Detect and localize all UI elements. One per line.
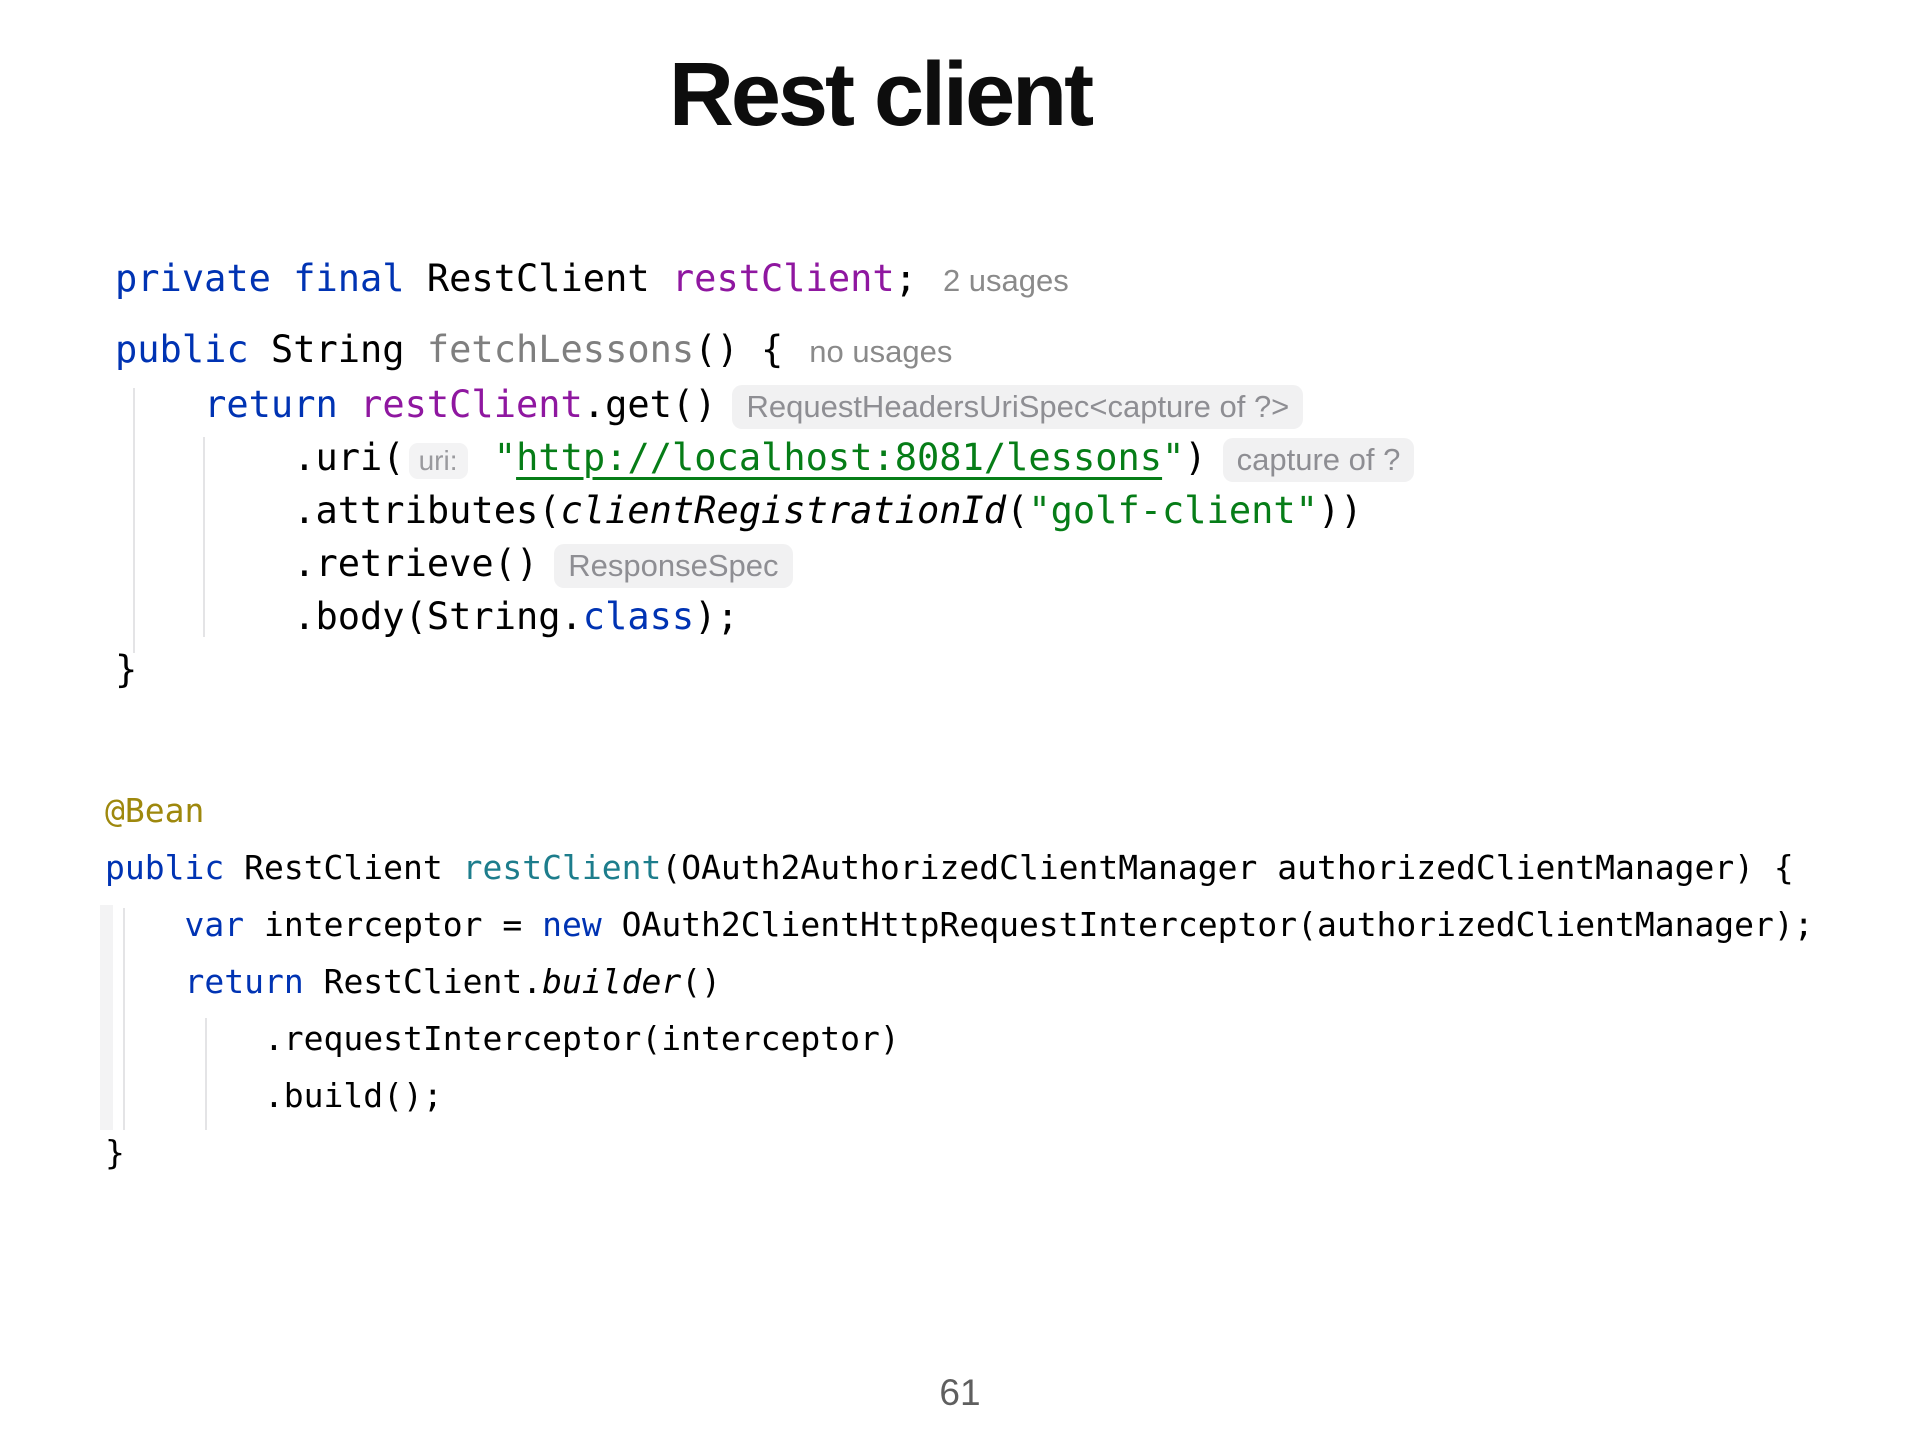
code-token: clientRegistrationId [560,489,1007,532]
code-token: restClient [671,257,895,300]
page-title: Rest client [668,45,1094,145]
indent-guide [205,1018,207,1130]
code-line: var interceptor = new OAuth2ClientHttpRe… [105,896,1814,953]
code-token: .build(); [105,1076,443,1115]
code-token: () [681,962,721,1001]
code-token: interceptor = [244,905,543,944]
code-line: .requestInterceptor(interceptor) [105,1010,1814,1067]
gutter-band [100,905,113,1130]
code-line: .attributes(clientRegistrationId("golf-c… [115,484,1414,537]
indent-guide [203,437,205,637]
code-token: .attributes( [115,489,561,532]
code-token: .body(String. [115,595,583,638]
code-token: RestClient. [303,962,543,1001]
inlay-hint-chip: ResponseSpec [554,544,793,588]
code-token: " [493,436,517,479]
code-line: private final RestClient restClient; 2 us… [115,252,1414,307]
code-line: return restClient.get() RequestHeadersUri… [115,378,1414,431]
code-block-rest-client-field-and-fetch: private final RestClient restClient; 2 us… [115,252,1415,696]
code-token: restClient [462,848,662,887]
code-token [115,383,204,426]
code-token: .retrieve() [115,542,539,585]
code-token: new [542,905,602,944]
indent-guide [123,908,125,1130]
usage-hint: 2 usages [942,263,1069,298]
code-token: return [204,383,338,426]
code-token: )) [1317,489,1363,532]
code-token: String [248,328,427,371]
usage-hint: no usages [809,334,953,369]
code-token: ; [894,257,917,300]
code-token: () { [694,328,784,371]
code-token: public [105,848,225,887]
code-token [105,962,184,1001]
code-token: @Bean [105,791,205,830]
code-token: " [1162,436,1185,479]
code-block-bean-config: @Bean public RestClient restClient(OAuth2… [105,782,1814,1181]
code-token: class [582,595,695,638]
code-token: builder [542,962,682,1001]
code-token: RestClient [224,848,463,887]
url-link[interactable]: http://localhost:8081/lessons [516,436,1163,479]
code-line: return RestClient.builder() [105,953,1814,1010]
code-line: .retrieve() ResponseSpec [115,537,1414,590]
code-token: RestClient [404,257,672,300]
code-line: public String fetchLessons() { no usages [115,323,1414,378]
inlay-hint-chip: RequestHeadersUriSpec<capture of ?> [732,385,1304,429]
code-token: (OAuth2AuthorizedClientManager authorize… [661,848,1794,887]
code-token: restClient [360,383,583,426]
code-token: ( [1006,489,1029,532]
code-token: "golf-client" [1028,489,1318,532]
code-token: .uri( [115,436,405,479]
code-token: ) [1184,436,1207,479]
code-token: var [184,905,245,944]
code-line: .build(); [105,1067,1814,1124]
code-token: .requestInterceptor(interceptor) [105,1019,900,1058]
code-line: } [115,643,1414,696]
inlay-hint-chip: uri: [408,443,468,479]
code-token [472,436,494,479]
code-token [105,905,184,944]
code-line: @Bean [105,782,1814,839]
code-token: ); [694,595,739,638]
code-line: public RestClient restClient(OAuth2Autho… [105,839,1814,896]
code-token: } [115,648,138,691]
code-token: } [105,1133,125,1172]
inlay-hint-chip: capture of ? [1222,438,1415,482]
code-token: fetchLessons [426,328,695,371]
code-line: } [105,1124,1814,1181]
code-token: public [115,328,249,371]
code-line: .body(String.class); [115,590,1414,643]
code-token: .get() [582,383,717,426]
page-number: 61 [939,1372,981,1413]
code-token [338,383,360,426]
indent-guide [133,388,135,653]
code-token: private final [115,257,405,300]
code-line: .uri(uri: "http://localhost:8081/lessons… [115,431,1415,484]
code-token: OAuth2ClientHttpRequestInterceptor(autho… [601,905,1814,944]
code-token: return [184,962,304,1001]
